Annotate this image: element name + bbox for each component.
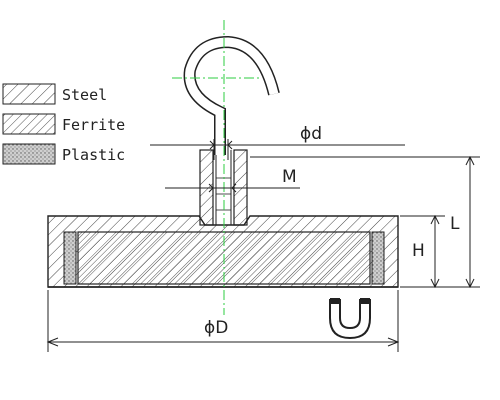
- hook: [183, 35, 280, 155]
- label-thread: M: [282, 167, 297, 187]
- dim-total-height: [250, 155, 480, 289]
- steel-swatch: [2, 83, 56, 105]
- label-hook-diameter: ϕd: [300, 124, 322, 144]
- label-total-height: L: [450, 214, 460, 234]
- dim-hook-diameter: [150, 139, 405, 160]
- plastic-ring-left: [63, 231, 77, 285]
- dim-body-height: [400, 214, 445, 289]
- legend-label-steel: Steel: [62, 86, 107, 104]
- dim-thread: [165, 183, 300, 193]
- legend: Steel Ferrite Plastic: [2, 83, 125, 165]
- legend-label-plastic: Plastic: [62, 146, 125, 164]
- plastic-ring-right: [371, 231, 385, 285]
- u-magnet-icon: [329, 298, 371, 340]
- ferrite-swatch: [2, 113, 56, 135]
- legend-item-steel: Steel: [2, 83, 107, 105]
- label-body-height: H: [412, 241, 425, 261]
- magnet-body: [47, 215, 399, 288]
- legend-item-plastic: Plastic: [2, 143, 125, 165]
- dim-overall-diameter: [46, 290, 400, 352]
- plastic-swatch: [2, 143, 56, 165]
- centerlines: [172, 20, 262, 315]
- legend-item-ferrite: Ferrite: [2, 113, 125, 135]
- label-overall-diameter: ϕD: [204, 318, 228, 338]
- legend-label-ferrite: Ferrite: [62, 116, 125, 134]
